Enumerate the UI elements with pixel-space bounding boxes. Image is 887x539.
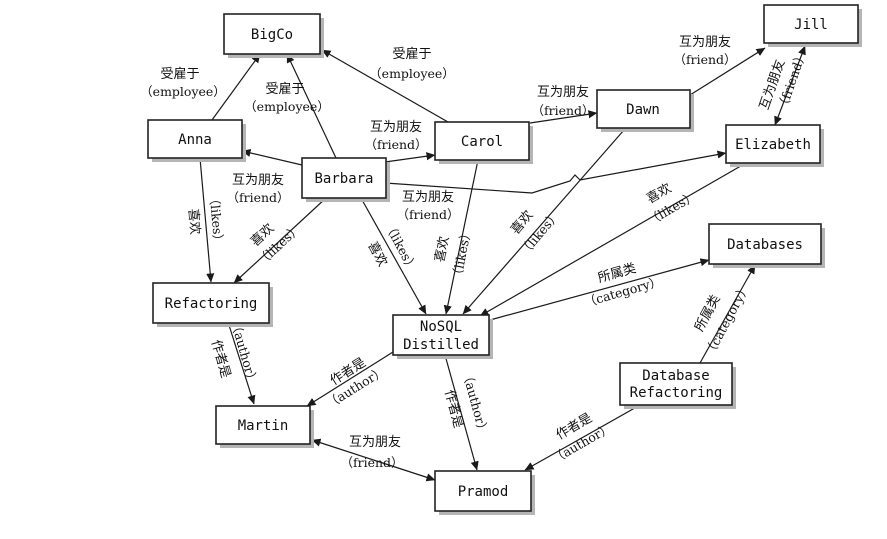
- label-carol-bigco-en: （employee）: [369, 66, 455, 81]
- node-dawn: Dawn: [596, 89, 694, 132]
- edge-elizabeth-nosql: [479, 162, 747, 317]
- node-bigco-label: BigCo: [251, 27, 293, 43]
- edge-barbara-refactoring: [233, 197, 327, 284]
- node-database-refactoring: Database Refactoring: [619, 362, 736, 409]
- edge-dbref-databases: [699, 264, 756, 364]
- edge-martin-pramod: [311, 438, 436, 482]
- edge-carol-dawn: [529, 110, 598, 124]
- node-barbara: Barbara: [301, 157, 390, 202]
- label-barbara-elizabeth-zh: 互为朋友: [402, 189, 454, 205]
- edge-elizabeth-jill: [774, 45, 806, 126]
- node-jill: Jill: [763, 4, 862, 47]
- label-barbara-bigco-en: （employee）: [244, 99, 330, 114]
- label-carol-nosql-en: （likes）: [449, 226, 474, 282]
- edge-anna-refactoring: [199, 157, 215, 283]
- node-elizabeth: Elizabeth: [725, 124, 824, 167]
- label-dawn-jill-en: （friend）: [673, 52, 736, 67]
- label-carol-dawn-zh: 互为朋友: [537, 84, 589, 100]
- label-barbara-carol-zh: 互为朋友: [370, 119, 422, 135]
- node-barbara-label: Barbara: [314, 171, 373, 187]
- label-nosql-pramod-en: （author）: [459, 368, 491, 437]
- edge-refactoring-martin: [227, 321, 256, 405]
- node-dbref-line1: Database: [642, 368, 709, 384]
- label-anna-bigco-en: （employee）: [140, 84, 226, 99]
- label-barbara-anna-en: （friend）: [226, 190, 289, 205]
- node-databases: Databases: [708, 223, 825, 268]
- node-carol-label: Carol: [461, 134, 503, 150]
- label-refactoring-martin-en: （author）: [228, 318, 261, 387]
- label-martin-pramod-zh: 互为朋友: [349, 434, 401, 450]
- edge-nosql-pramod: [444, 354, 479, 471]
- label-dawn-jill-zh: 互为朋友: [679, 34, 731, 50]
- edge-carol-nosql: [443, 159, 479, 315]
- node-dbref-line2: Refactoring: [630, 385, 723, 401]
- label-anna-refactoring-zh: 喜欢: [185, 208, 202, 235]
- edge-carol-bigco: [321, 49, 449, 123]
- node-pramod-label: Pramod: [458, 484, 509, 500]
- edge-barbara-anna: [241, 148, 303, 166]
- label-barbara-nosql-en: （likes）: [382, 219, 421, 274]
- node-nosql-line1: NoSQL: [420, 319, 462, 335]
- node-databases-label: Databases: [727, 237, 803, 253]
- edge-nosql-databases: [489, 258, 710, 321]
- edge-barbara-elizabeth: [384, 150, 727, 194]
- label-carol-bigco-zh: 受雇于: [392, 46, 431, 62]
- edge-barbara-bigco: [286, 53, 337, 159]
- edge-dawn-jill: [689, 47, 766, 96]
- edge-dbref-pramod: [524, 404, 641, 471]
- edges: [199, 45, 806, 482]
- node-jill-label: Jill: [794, 17, 828, 33]
- node-elizabeth-label: Elizabeth: [735, 137, 811, 153]
- edge-anna-bigco: [211, 53, 261, 121]
- node-martin: Martin: [215, 405, 314, 448]
- node-carol: Carol: [434, 121, 533, 164]
- edge-barbara-carol: [384, 152, 436, 163]
- label-anna-bigco-zh: 受雇于: [160, 66, 199, 82]
- node-pramod: Pramod: [434, 470, 535, 515]
- label-barbara-bigco-zh: 受雇于: [265, 81, 304, 97]
- label-carol-nosql-zh: 喜欢: [433, 235, 453, 263]
- node-anna: Anna: [147, 119, 246, 162]
- node-nosql-line2: Distilled: [403, 337, 479, 353]
- label-martin-pramod-en: （friend）: [340, 455, 403, 470]
- node-refactoring-label: Refactoring: [165, 296, 258, 312]
- node-bigco: BigCo: [223, 13, 324, 58]
- label-barbara-elizabeth-en: （friend）: [396, 207, 459, 222]
- edge-barbara-nosql: [360, 197, 427, 315]
- label-nosql-pramod-zh: 作者是: [441, 388, 466, 430]
- label-refactoring-martin-zh: 作者是: [208, 338, 233, 380]
- nodes: BigCo Jill Anna Barbara Carol: [147, 4, 862, 515]
- node-dawn-label: Dawn: [626, 102, 660, 118]
- label-barbara-carol-en: （friend）: [364, 137, 427, 152]
- node-anna-label: Anna: [178, 132, 212, 148]
- node-refactoring: Refactoring: [152, 282, 273, 327]
- edge-nosql-martin: [306, 351, 394, 407]
- node-martin-label: Martin: [238, 418, 289, 434]
- label-barbara-anna-zh: 互为朋友: [232, 172, 284, 188]
- node-nosql-distilled: NoSQL Distilled: [392, 314, 493, 359]
- edge-dawn-nosql: [462, 129, 625, 315]
- label-carol-dawn-en: （friend）: [531, 103, 594, 118]
- label-anna-refactoring-en: （likes）: [207, 192, 227, 247]
- label-barbara-nosql-zh: 喜欢: [364, 239, 389, 269]
